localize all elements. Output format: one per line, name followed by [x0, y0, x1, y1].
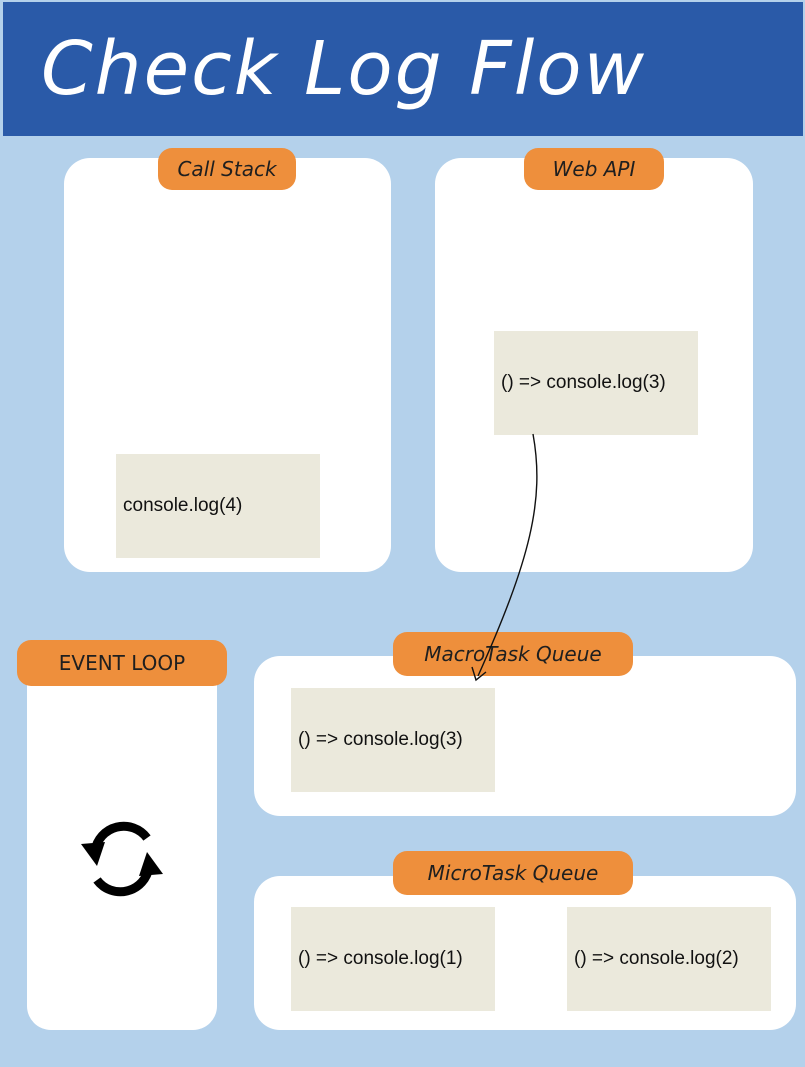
page-title: Check Log Flow — [41, 26, 647, 112]
header-banner: Check Log Flow — [3, 2, 803, 136]
microtask-queue-item: () => console.log(2) — [567, 907, 771, 1011]
refresh-cycle-icon — [81, 821, 163, 897]
call-stack-label: Call Stack — [158, 148, 296, 190]
macrotask-queue-label: MacroTask Queue — [393, 632, 633, 676]
microtask-queue-label: MicroTask Queue — [393, 851, 633, 895]
macrotask-queue-item: () => console.log(3) — [291, 688, 495, 792]
web-api-label: Web API — [524, 148, 664, 190]
microtask-queue-item: () => console.log(1) — [291, 907, 495, 1011]
event-loop-panel — [27, 646, 217, 1030]
event-loop-label: EVENT LOOP — [17, 640, 227, 686]
web-api-item: () => console.log(3) — [494, 331, 698, 435]
call-stack-item: console.log(4) — [116, 454, 320, 558]
